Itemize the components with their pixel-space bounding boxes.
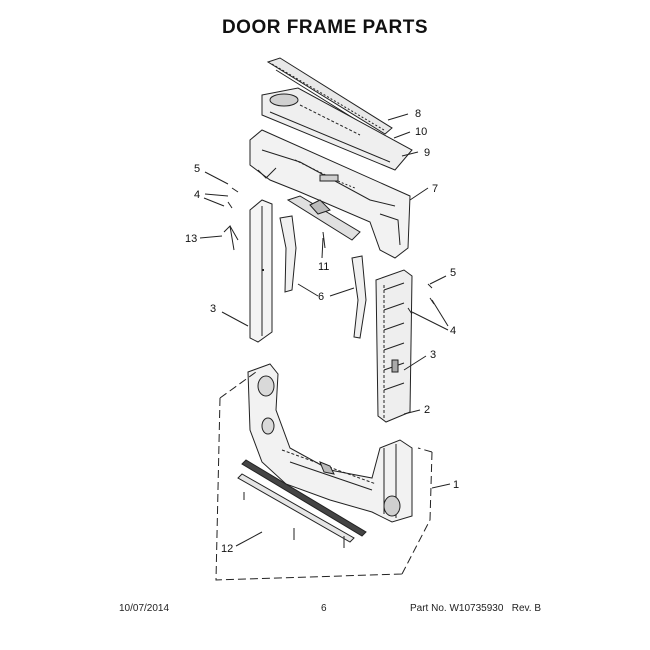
callout-1: 1 <box>453 479 459 491</box>
footer-part-number: Part No. W10735930 Rev. B <box>410 603 541 614</box>
leader-lines <box>199 113 451 547</box>
part-3-left-rail <box>249 199 273 343</box>
part-13-clip <box>223 224 239 251</box>
callout-13: 13 <box>185 233 197 245</box>
callout-3-right: 3 <box>430 349 436 361</box>
assembly-outline <box>215 371 433 581</box>
part-6-links <box>279 215 367 339</box>
callout-4-right: 4 <box>450 325 456 337</box>
part-1-bottom-frame <box>247 363 413 523</box>
callout-4-left: 4 <box>194 189 200 201</box>
callout-5-left: 5 <box>194 163 200 175</box>
footer-date: 10/07/2014 <box>119 603 170 614</box>
page-title: DOOR FRAME PARTS <box>221 17 429 38</box>
callout-6: 6 <box>318 291 324 303</box>
part-3-right-rail <box>375 269 413 423</box>
part-7-top-frame <box>249 129 411 259</box>
callout-7: 7 <box>432 183 438 195</box>
callout-5-right: 5 <box>450 267 456 279</box>
callout-11: 11 <box>318 261 329 273</box>
footer-part-label: Part No. W10735930 <box>410 603 504 614</box>
part-11-hinge-link <box>286 195 361 249</box>
callout-12: 12 <box>221 543 233 555</box>
callout-3-left: 3 <box>210 303 216 315</box>
part-12-bottom-rail <box>237 459 367 548</box>
callout-8: 8 <box>415 108 421 120</box>
part-9-top-cover <box>261 87 413 171</box>
footer-page-number: 6 <box>321 603 327 614</box>
callout-2: 2 <box>424 404 430 416</box>
callout-10: 10 <box>415 126 427 138</box>
callout-9: 9 <box>424 147 430 159</box>
part-4-5-screws <box>227 187 435 315</box>
footer-rev-label: Rev. B <box>511 603 542 614</box>
